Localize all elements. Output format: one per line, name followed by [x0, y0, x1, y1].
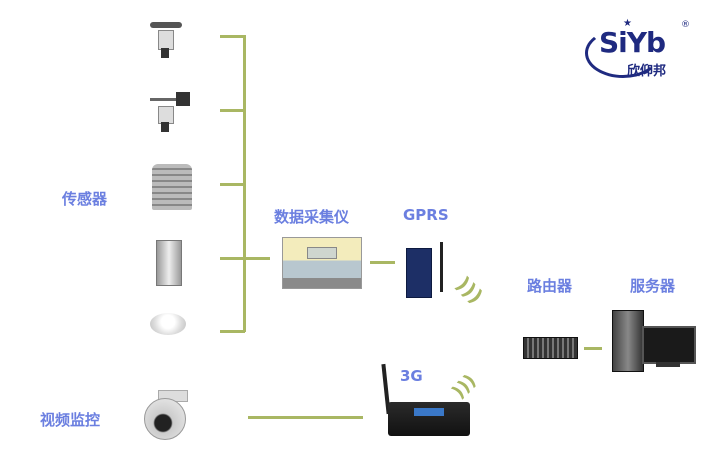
monitor-icon [642, 326, 696, 364]
anemometer-icon [148, 18, 184, 60]
server-tower-icon [612, 310, 644, 372]
connector [370, 261, 395, 264]
label-video: 视频监控 [40, 411, 101, 429]
registered-mark: ® [681, 20, 690, 30]
logo-swoosh [585, 28, 661, 78]
logo: ★ SiYb ® 欣仰邦 [585, 18, 695, 82]
3g-router-icon [388, 402, 470, 436]
label-3g: 3G [400, 367, 423, 385]
logo-subtitle: 欣仰邦 [627, 64, 667, 79]
solar-radiation-sensor-icon [150, 313, 186, 335]
antenna-icon [440, 242, 443, 292]
label-server: 服务器 [630, 277, 676, 295]
router-icon [523, 337, 578, 359]
monitor-stand [656, 362, 680, 367]
logo-text: SiYb [599, 26, 666, 59]
label-sensors: 传感器 [62, 190, 108, 208]
connector [220, 257, 270, 260]
wireless-signal-icon: ))) [448, 370, 481, 403]
connector [220, 35, 245, 38]
connector [220, 183, 245, 186]
label-router: 路由器 [527, 277, 573, 295]
ptz-camera-icon [140, 390, 190, 442]
star-icon: ★ [623, 18, 632, 29]
wireless-signal-icon: ))) [451, 271, 488, 309]
gprs-modem-icon [406, 248, 432, 298]
label-gprs: GPRS [403, 206, 449, 224]
radiation-shield-icon [152, 164, 192, 210]
wind-vane-icon [150, 90, 194, 134]
connector [584, 347, 602, 350]
connector [248, 416, 363, 419]
rain-gauge-icon [156, 240, 182, 286]
connector [220, 109, 245, 112]
label-collector: 数据采集仪 [274, 208, 350, 226]
data-collector-icon [282, 237, 362, 289]
connector [220, 330, 245, 333]
